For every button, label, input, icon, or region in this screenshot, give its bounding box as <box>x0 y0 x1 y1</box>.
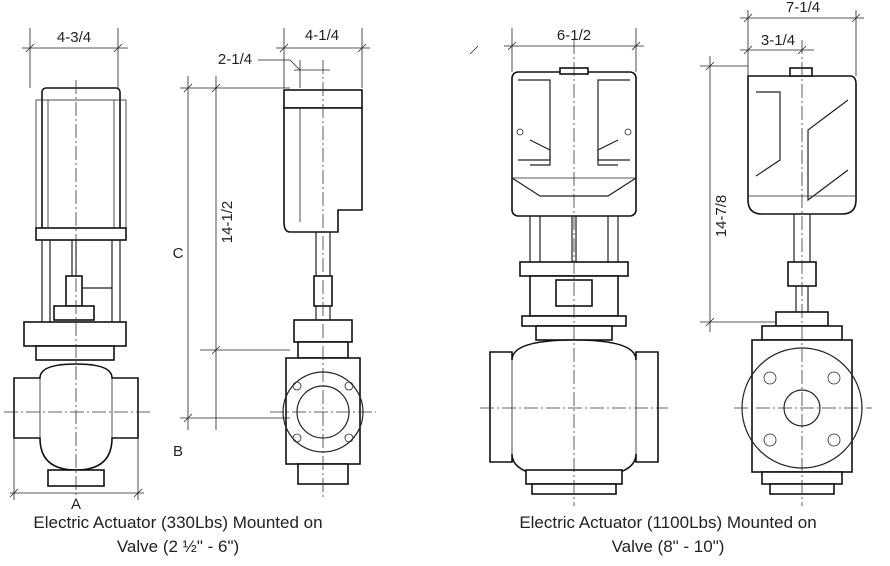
dim-small-side-width: 4-3/4 <box>57 29 91 46</box>
dim-small-offset: 2-1/4 <box>218 51 252 68</box>
dim-small-height: 14-1/2 <box>219 201 236 244</box>
dim-large-height: 14-7/8 <box>713 195 730 238</box>
small-actuator-base <box>35 227 127 241</box>
small-coupling <box>65 275 83 307</box>
small-valve-front-view <box>4 28 150 500</box>
caption-small-line1: Electric Actuator (330Lbs) Mounted on <box>33 513 322 532</box>
large-valve-front-view <box>469 28 668 506</box>
small-packing <box>53 305 95 321</box>
small-bonnet-flange <box>23 321 127 347</box>
dim-label-b: B <box>173 443 183 460</box>
dim-large-front-width: 6-1/2 <box>557 27 591 44</box>
dim-large-offset: 3-1/4 <box>761 32 795 49</box>
dim-label-a: A <box>71 496 81 513</box>
small-valve-side-view <box>180 28 376 500</box>
dim-small-front-width: 4-1/4 <box>305 27 339 44</box>
small-actuator-housing-front <box>41 87 121 233</box>
caption-small-line2: Valve (2 ½" - 6") <box>117 537 239 556</box>
caption-large-line2: Valve (8" - 10") <box>612 537 725 556</box>
dim-label-c: C <box>173 245 184 262</box>
dim-large-side-width: 7-1/4 <box>786 0 820 16</box>
caption-large-line1: Electric Actuator (1100Lbs) Mounted on <box>519 513 816 532</box>
large-valve-side-view <box>700 10 872 506</box>
